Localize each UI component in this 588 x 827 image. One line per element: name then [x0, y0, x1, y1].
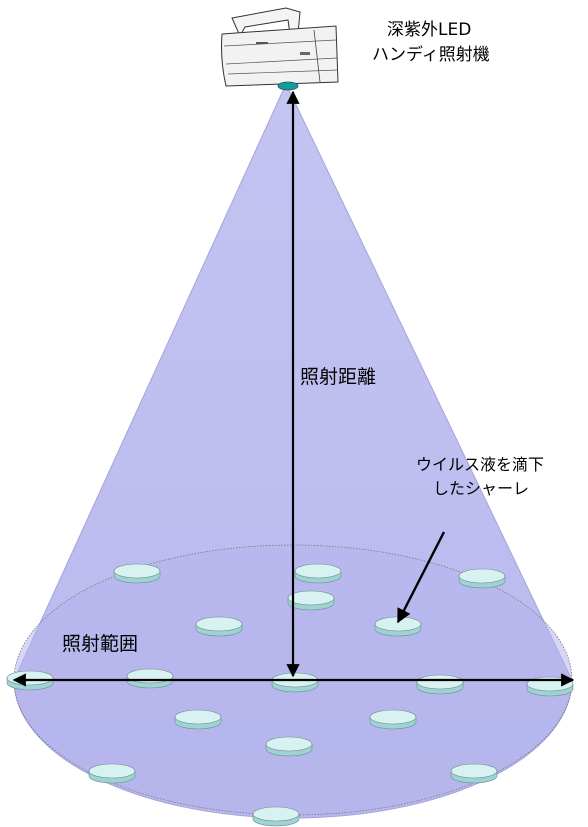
dish-pointer-arrow: [396, 531, 446, 624]
device-label-line2: ハンディ照射機: [372, 44, 490, 65]
dish-label-line2: したシャーレ: [433, 479, 529, 498]
petri-dish-icon: [252, 806, 300, 827]
petri-dish-icon: [271, 672, 319, 693]
led-emitter: [277, 81, 299, 91]
petri-dish-icon: [113, 563, 161, 584]
petri-dish-icon: [195, 616, 243, 637]
distance-label: 照射距離: [300, 366, 376, 388]
petri-dish-icon: [126, 668, 174, 689]
petri-dish-icon: [174, 709, 222, 730]
petri-dish-icon: [265, 736, 313, 757]
petri-dish-icon: [294, 563, 342, 584]
petri-dish-icon: [450, 763, 498, 784]
range-label: 照射範囲: [62, 633, 138, 655]
petri-dish-icon: [287, 590, 335, 611]
handheld-uv-led-device-icon: [221, 7, 339, 91]
device-label-line1: 深紫外LED: [387, 20, 471, 40]
petri-dish-icon: [458, 568, 506, 589]
dish-label-line1: ウイルス液を滴下: [416, 455, 544, 474]
petri-dish-icon: [369, 709, 417, 730]
petri-dish-icon: [88, 763, 136, 784]
petri-dish-icon: [416, 674, 464, 695]
